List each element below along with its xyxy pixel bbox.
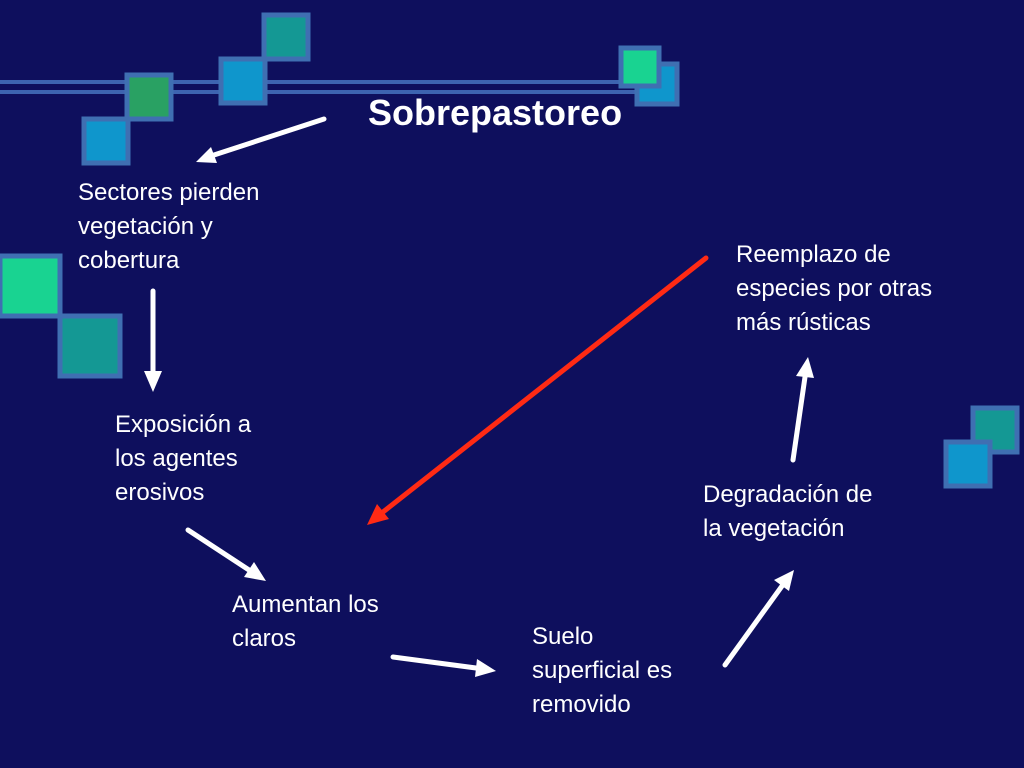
slide-title: Sobrepastoreo — [368, 92, 623, 133]
node-suelo: Suelo superficial es removido — [532, 623, 673, 718]
arrow-exposicion-to-claros — [185, 527, 266, 581]
node-exposicion: Exposición a los agentes erosivos — [115, 411, 252, 506]
arrow-degradacion-to-reemplazo — [790, 357, 814, 463]
arrow-claros-to-suelo — [390, 654, 496, 677]
arrow-suelo-to-degradacion — [722, 570, 794, 668]
arrow-title-to-sectores — [196, 116, 327, 163]
decor-square — [124, 72, 174, 122]
decor-square — [618, 45, 662, 89]
decor-square — [81, 116, 131, 166]
decor-square — [218, 56, 268, 106]
decor-line-top — [0, 80, 650, 84]
decor-square — [943, 439, 993, 489]
decor-line-bottom — [0, 90, 650, 94]
node-reemplazo: Reemplazo de especies por otras más rúst… — [736, 241, 933, 336]
node-degradacion: Degradación de la vegetación — [703, 481, 873, 542]
decor-square — [261, 12, 311, 62]
arrow-sectores-to-exposicion — [144, 288, 162, 392]
decor-square — [0, 253, 63, 319]
arrow-reemplazo-to-claros — [367, 255, 709, 525]
node-claros: Aumentan los claros — [232, 591, 379, 652]
decor-square — [57, 313, 123, 379]
node-sectores: Sectores pierden vegetación y cobertura — [78, 179, 260, 274]
decor-square — [970, 405, 1020, 455]
